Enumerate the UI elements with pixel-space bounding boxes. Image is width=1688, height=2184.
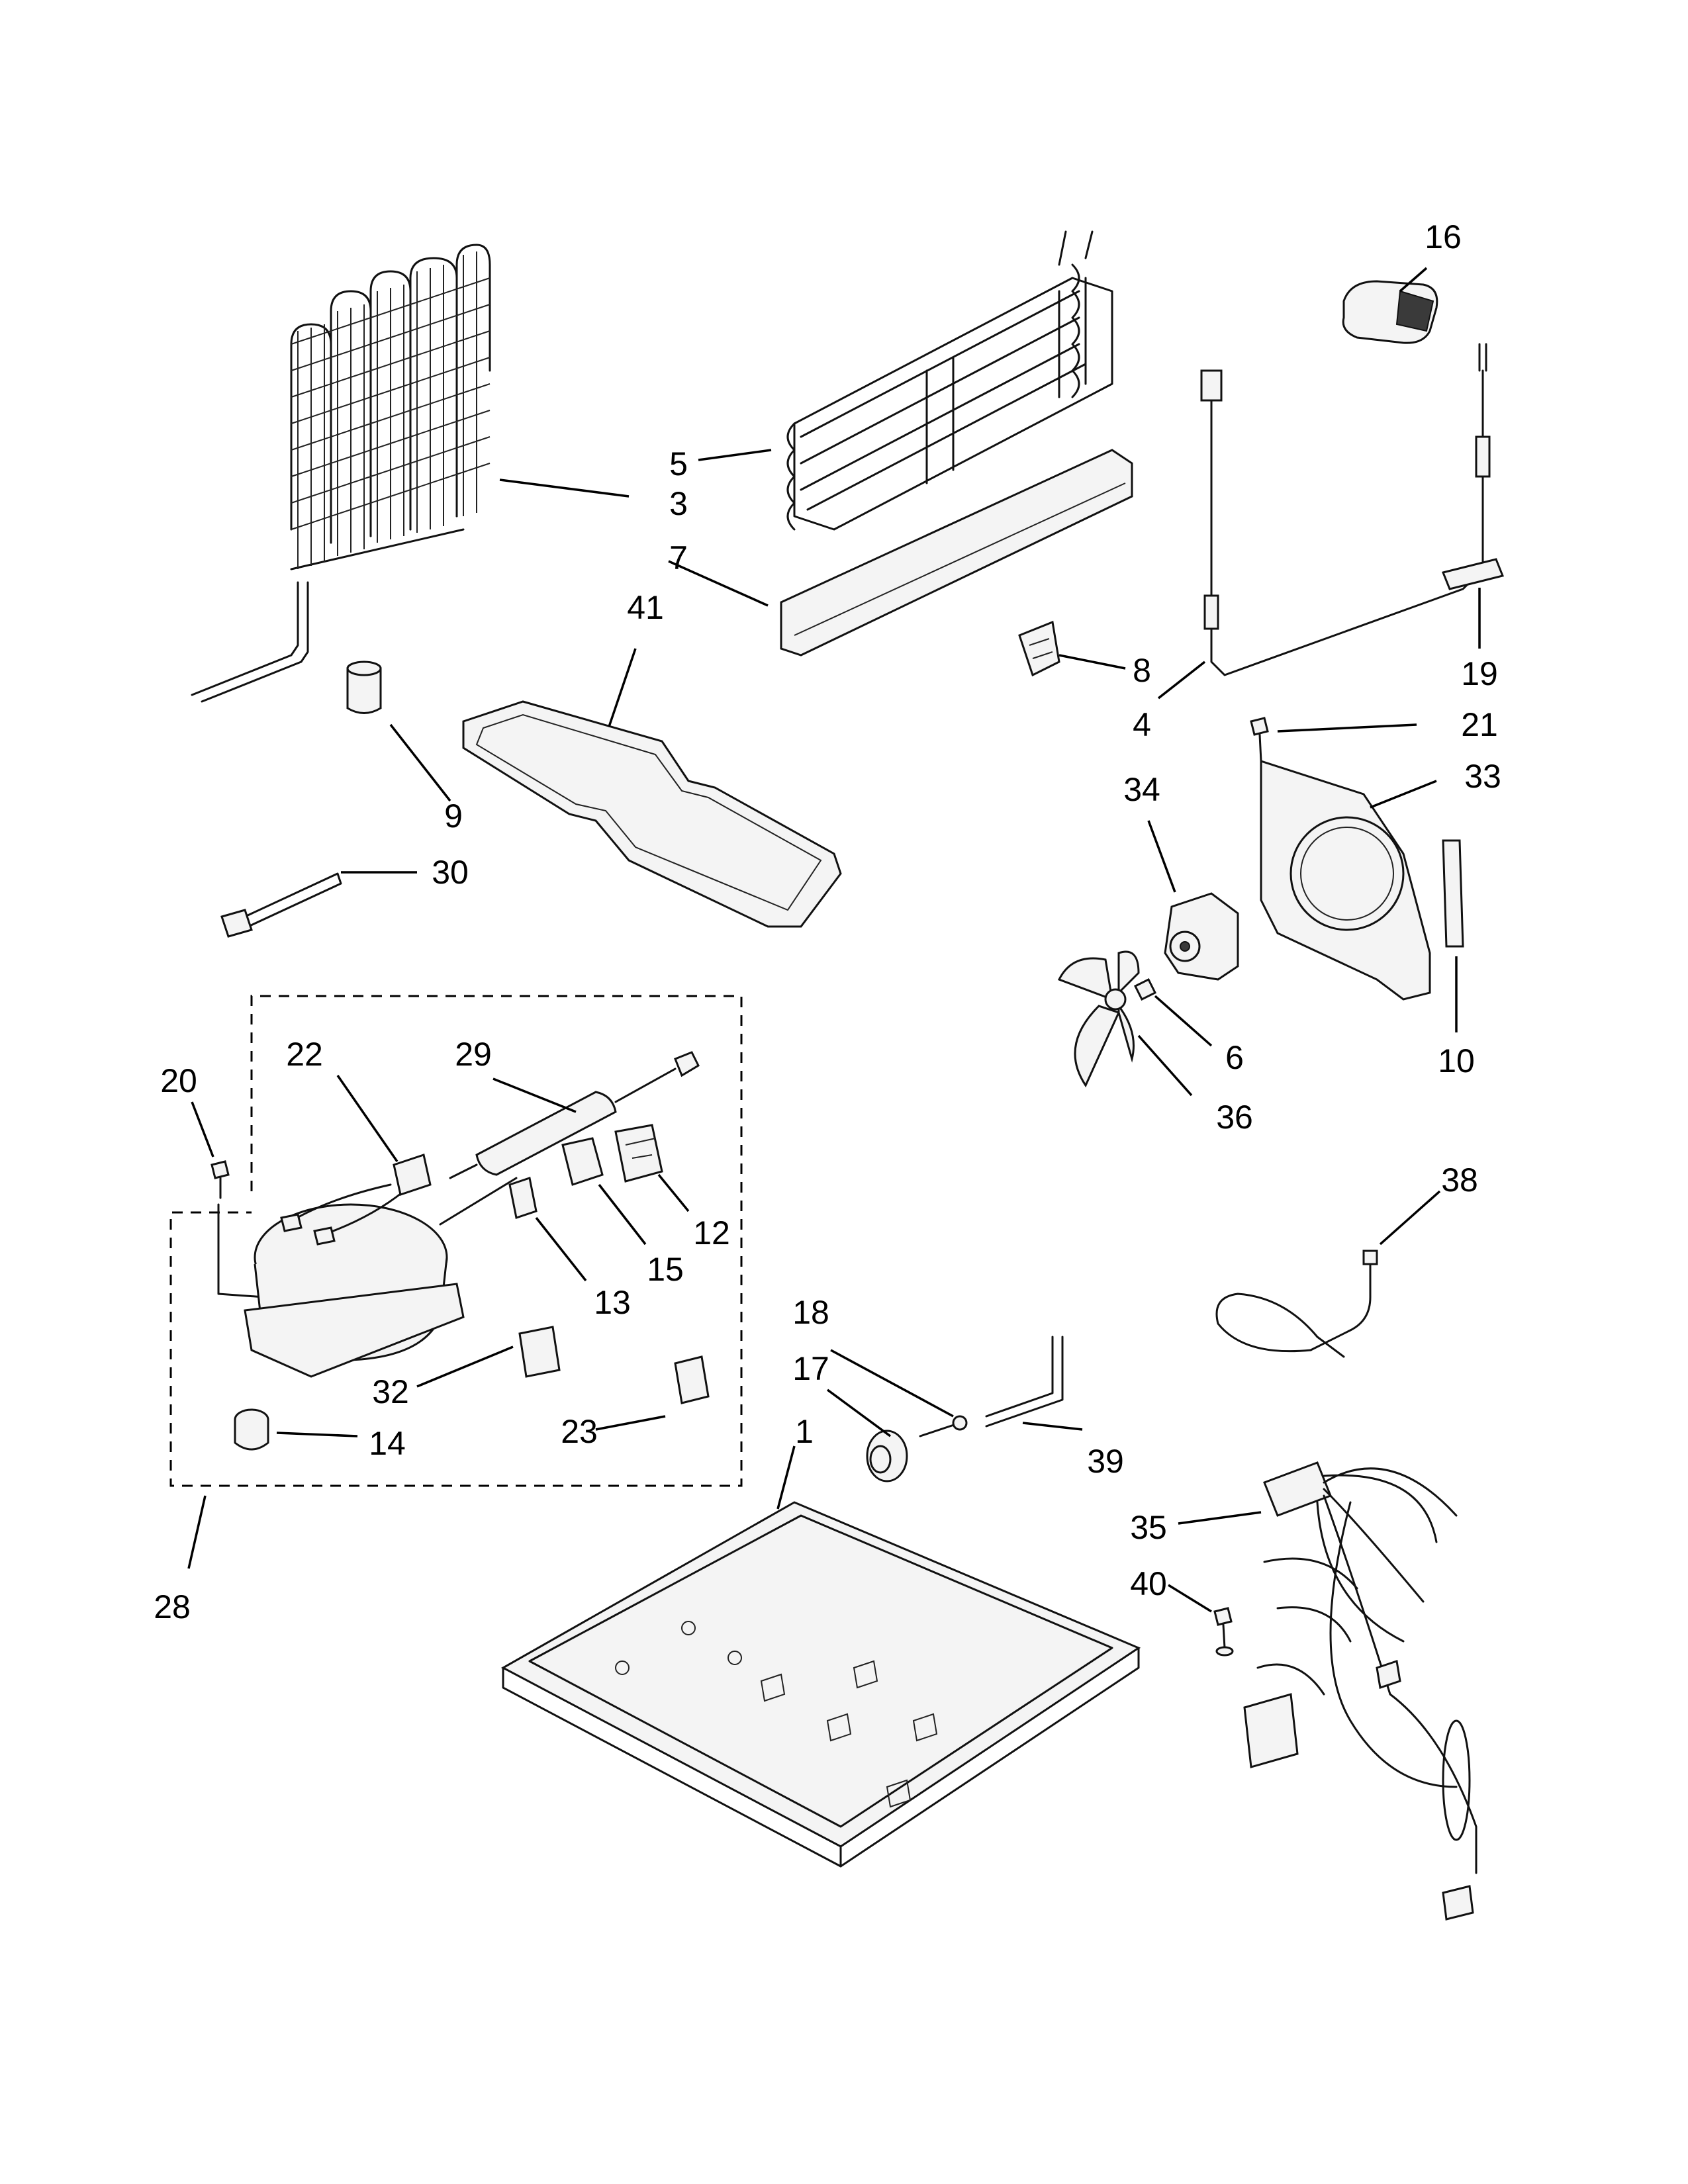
- screw-part-21: [1250, 717, 1269, 762]
- roller-part-17: [866, 1430, 908, 1482]
- callout-18: 18: [792, 1294, 829, 1331]
- fan-shroud-part-33: [1260, 759, 1431, 1001]
- callout-34: 34: [1123, 771, 1160, 808]
- callout-38: 38: [1441, 1161, 1478, 1199]
- callout-12: 12: [693, 1214, 730, 1251]
- base-part-1: [500, 1501, 1141, 1868]
- screw-part-40: [1213, 1607, 1234, 1657]
- compressor-kit-box-part-28: [169, 995, 743, 1487]
- screw-part-20: [211, 1160, 230, 1199]
- harness-part-22: [280, 1154, 432, 1246]
- drier-part-29: [449, 1051, 700, 1179]
- callout-17: 17: [792, 1350, 829, 1387]
- callout-3: 3: [669, 485, 688, 522]
- tube-part-39: [985, 1336, 1064, 1428]
- callout-15: 15: [647, 1251, 684, 1288]
- callout-32: 32: [372, 1373, 409, 1410]
- capacitor-part-9: [346, 660, 382, 714]
- callout-labels: 16 5 3 7 41 8 19 4 21 33 34 9 30 22 29 2…: [154, 218, 1501, 1625]
- callout-9: 9: [444, 797, 463, 835]
- callout-14: 14: [369, 1425, 406, 1462]
- callout-39: 39: [1087, 1443, 1124, 1480]
- cable-tie-part-30: [220, 872, 342, 938]
- callout-4: 4: [1133, 706, 1151, 743]
- callout-33: 33: [1464, 758, 1501, 795]
- callout-8: 8: [1133, 652, 1151, 689]
- fan-motor-part-34: [1164, 892, 1239, 981]
- compressor: [217, 1177, 518, 1378]
- drain-pan-part-41: [462, 700, 842, 928]
- callout-22: 22: [286, 1036, 323, 1073]
- condenser-part-3: [191, 244, 491, 703]
- callout-28: 28: [154, 1588, 191, 1625]
- callout-16: 16: [1425, 218, 1462, 255]
- leader-lines: [187, 267, 1481, 1613]
- grommet-part-14: [234, 1408, 269, 1451]
- callout-41: 41: [627, 589, 664, 626]
- callout-35: 35: [1130, 1509, 1167, 1546]
- callout-19: 19: [1461, 655, 1498, 692]
- callout-5: 5: [669, 445, 688, 482]
- callout-10: 10: [1438, 1042, 1475, 1079]
- callout-7: 7: [669, 539, 688, 576]
- callout-6: 6: [1225, 1039, 1244, 1076]
- callout-13: 13: [594, 1284, 631, 1321]
- callout-21: 21: [1461, 706, 1498, 743]
- connector-part-23: [674, 1355, 710, 1404]
- clamp-part-19: [1441, 558, 1505, 590]
- thermistor-harness-part-4: [1200, 343, 1491, 676]
- foam-block-part-16: [1342, 280, 1438, 344]
- callout-20: 20: [160, 1062, 197, 1099]
- callout-1: 1: [795, 1413, 814, 1450]
- screw-part-6: [1133, 978, 1157, 1001]
- callout-30: 30: [432, 854, 469, 891]
- relay-part-15: [561, 1137, 604, 1186]
- callout-23: 23: [561, 1413, 598, 1450]
- callout-40: 40: [1130, 1565, 1167, 1602]
- strip-part-10: [1442, 839, 1464, 948]
- callout-29: 29: [455, 1036, 492, 1073]
- wire-harness-part-35: [1243, 1461, 1477, 1921]
- drain-trough-part-7: [780, 449, 1133, 657]
- evaporator-part-5: [786, 230, 1113, 531]
- relay-cover-part-12: [614, 1124, 663, 1183]
- water-line-part-38: [1215, 1250, 1378, 1358]
- overload-part-13: [508, 1177, 538, 1219]
- axle-part-18: [919, 1415, 968, 1437]
- fan-blade-part-36: [1057, 950, 1140, 1088]
- capacitor-part-32: [518, 1326, 561, 1378]
- callout-36: 36: [1216, 1099, 1253, 1136]
- clip-part-8: [1018, 620, 1060, 677]
